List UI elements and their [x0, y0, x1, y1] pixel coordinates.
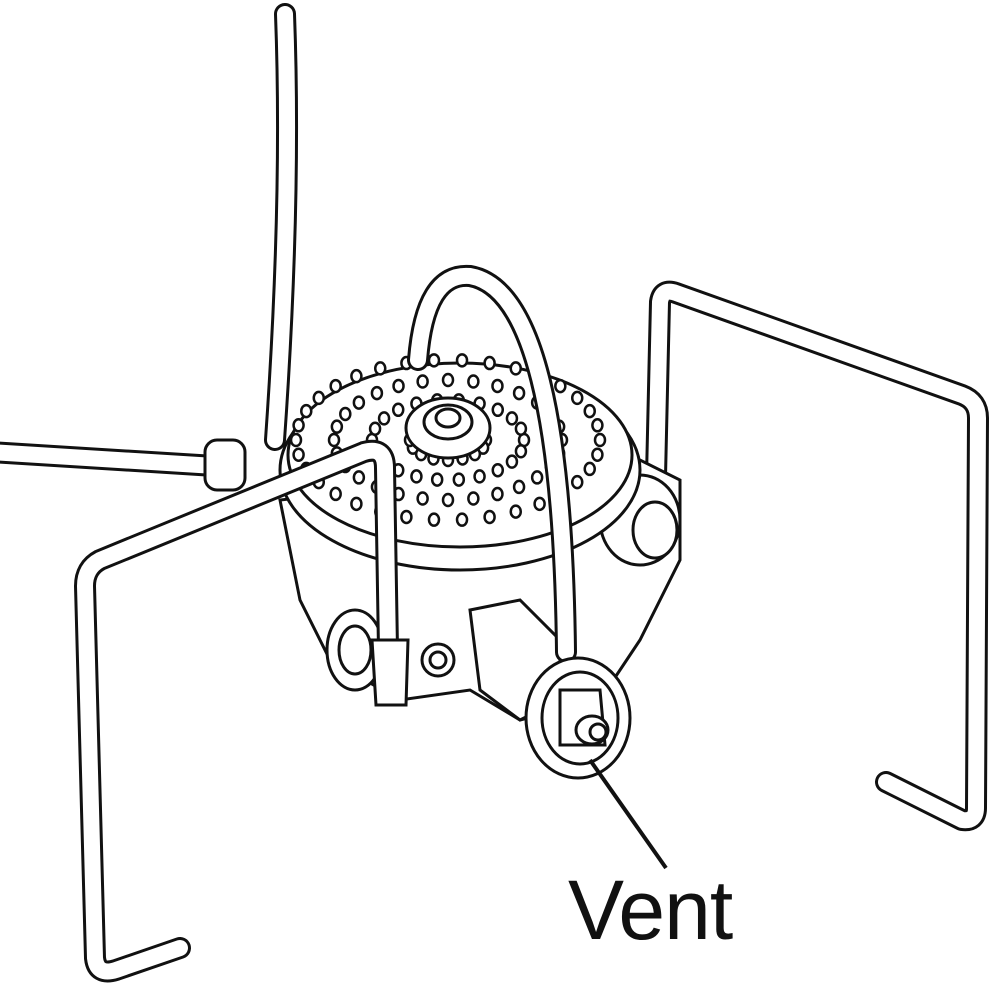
burner-hole: [514, 444, 528, 459]
burner-hole: [410, 469, 423, 484]
burner-hole: [452, 472, 466, 487]
burner-hole: [416, 374, 429, 389]
burner-hole: [441, 372, 455, 388]
burner-hole: [491, 378, 504, 394]
burner-hole: [455, 353, 469, 368]
burner-hole: [591, 447, 604, 462]
burner-hole: [533, 496, 546, 512]
burner-hole: [593, 432, 607, 448]
vent-knob: [524, 656, 632, 780]
leg-hinge: [203, 438, 247, 492]
burner-hole: [455, 512, 469, 527]
burner-hole: [391, 402, 405, 418]
left-pot-support-leg: [0, 438, 247, 492]
burner-hole: [352, 395, 366, 410]
burner-hole: [400, 509, 413, 525]
burner-hole: [491, 462, 505, 478]
burner-hole: [370, 385, 384, 401]
burner-hole: [312, 390, 326, 406]
front-pot-support-leg: [74, 439, 410, 983]
burner-hole: [352, 470, 366, 485]
burner-hole: [339, 406, 352, 422]
burner-hole: [392, 378, 405, 394]
burner-hole: [530, 470, 544, 485]
burner-hole: [583, 403, 596, 419]
burner-hole: [509, 361, 523, 376]
burner-hole: [467, 374, 480, 389]
vent-leader-line: [588, 758, 668, 870]
burner-hole: [416, 491, 429, 506]
burner-hole: [292, 418, 305, 433]
burner-hole: [505, 411, 519, 426]
burner-hole: [473, 469, 486, 484]
burner-hole: [467, 491, 480, 506]
burner-hole: [329, 486, 342, 502]
burner-hole: [491, 486, 504, 502]
burner-hole: [441, 492, 455, 508]
burner-hole: [292, 447, 305, 462]
fuel-tube-arch: [407, 264, 577, 663]
burner-hole: [373, 361, 387, 376]
burner-hole: [509, 504, 523, 519]
burner-hole: [570, 474, 584, 490]
burner-hole: [427, 512, 441, 527]
leg-tip: [370, 638, 410, 707]
burner-hole: [491, 402, 505, 418]
burner-hole: [350, 496, 363, 512]
burner-hole: [368, 421, 382, 436]
right-pot-support-leg: [644, 280, 989, 832]
burner-hole: [570, 390, 584, 406]
burner-hole: [583, 461, 596, 477]
burner-hole: [327, 432, 341, 448]
burner-hole: [483, 509, 496, 525]
vent-label: Vent: [568, 863, 733, 957]
back-pot-support-leg: [264, 3, 299, 451]
burner-hole: [300, 403, 313, 419]
burner-hole: [377, 411, 391, 426]
burner-hole: [505, 454, 519, 469]
burner-hole: [329, 378, 342, 394]
burner-hole: [430, 472, 444, 487]
burner-hole: [591, 418, 604, 433]
burner-hole: [427, 353, 441, 368]
burner-hole: [512, 385, 526, 401]
burner-hole: [512, 479, 526, 495]
burner-hole: [554, 378, 567, 394]
burner-hole: [350, 368, 363, 384]
burner-hole: [330, 419, 344, 434]
burner-hole: [483, 355, 496, 371]
burner-hole: [289, 432, 303, 448]
burner-hole: [514, 421, 528, 436]
